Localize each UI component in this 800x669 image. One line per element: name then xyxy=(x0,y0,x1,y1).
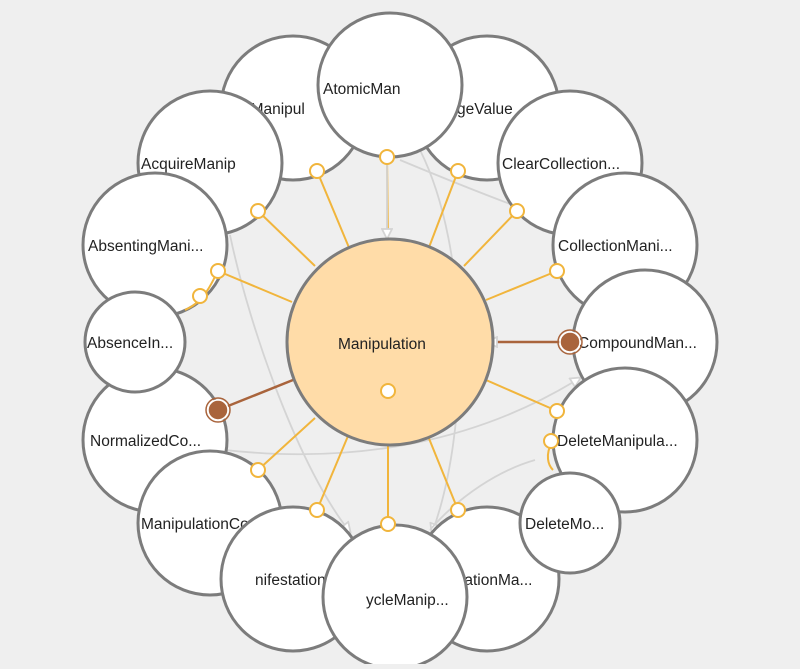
spoke-add xyxy=(316,170,351,251)
node-lifecycle[interactable]: ycleManip... xyxy=(321,523,469,669)
spoke-manipco xyxy=(257,417,316,471)
node-clear-label: ClearCollection... xyxy=(502,156,620,173)
port-compound-relation xyxy=(559,331,581,353)
node-atomic[interactable]: AtomicMan xyxy=(316,11,464,159)
spoke-change xyxy=(427,170,459,251)
node-normalized-label: NormalizedCo... xyxy=(90,433,201,450)
port-clear xyxy=(509,203,525,219)
node-deletemo-label: DeleteMo... xyxy=(525,516,604,533)
port-normalized-relation-ring xyxy=(205,397,231,423)
node-absence-label: AbsenceIn... xyxy=(87,335,173,352)
node-deletemo[interactable]: DeleteMo... xyxy=(518,471,622,575)
port-manifestation xyxy=(309,502,325,518)
node-instantiation-label: ntiationMa... xyxy=(448,572,532,589)
port-change xyxy=(450,163,466,179)
edge-deletemo-instantiation xyxy=(429,459,536,531)
spoke-manifestation xyxy=(316,435,349,511)
node-manipco-label: ManipulationCo... xyxy=(141,516,262,533)
port-deletemanip xyxy=(549,403,565,419)
port-atomic xyxy=(379,149,395,165)
port-acquire xyxy=(250,203,266,219)
node-acquire-label: AcquireManip xyxy=(141,156,236,173)
spoke-absenting xyxy=(217,270,293,303)
port-instantiation xyxy=(450,502,466,518)
port-normalized-relation xyxy=(207,399,229,421)
edge-absenting-lifecycle xyxy=(229,234,350,532)
node-lifecycle-label: ycleManip... xyxy=(366,592,449,609)
port-lifecycle xyxy=(380,516,396,532)
node-absence[interactable]: AbsenceIn... xyxy=(83,290,187,394)
rel-normalized-center xyxy=(217,378,294,412)
spoke-instantiation xyxy=(427,435,459,511)
port-compound-relation-ring xyxy=(557,329,583,355)
relation-edges xyxy=(217,342,570,412)
port-add xyxy=(309,163,325,179)
port-absence xyxy=(192,288,208,304)
spoke-collection xyxy=(485,270,558,301)
port-absenting xyxy=(210,263,226,279)
port-deletemo xyxy=(543,433,559,449)
node-deletemanip-label: DeleteManipula... xyxy=(557,433,678,450)
port-collection xyxy=(549,263,565,279)
port-center xyxy=(380,383,396,399)
ports xyxy=(192,149,583,532)
node-absenting-label: AbsentingMani... xyxy=(88,238,203,255)
port-manipco xyxy=(250,462,266,478)
center-node-label: Manipulation xyxy=(338,336,426,353)
spoke-clear xyxy=(463,210,518,267)
center-node[interactable]: Manipulation xyxy=(285,237,495,447)
spoke-acquire xyxy=(257,210,316,267)
spoke-deletemanip xyxy=(485,379,558,412)
node-collection-label: CollectionMani... xyxy=(558,238,673,255)
node-atomic-label: AtomicMan xyxy=(323,81,401,98)
subclass-edges xyxy=(217,156,558,524)
node-compound-label: CompoundMan... xyxy=(578,335,697,352)
